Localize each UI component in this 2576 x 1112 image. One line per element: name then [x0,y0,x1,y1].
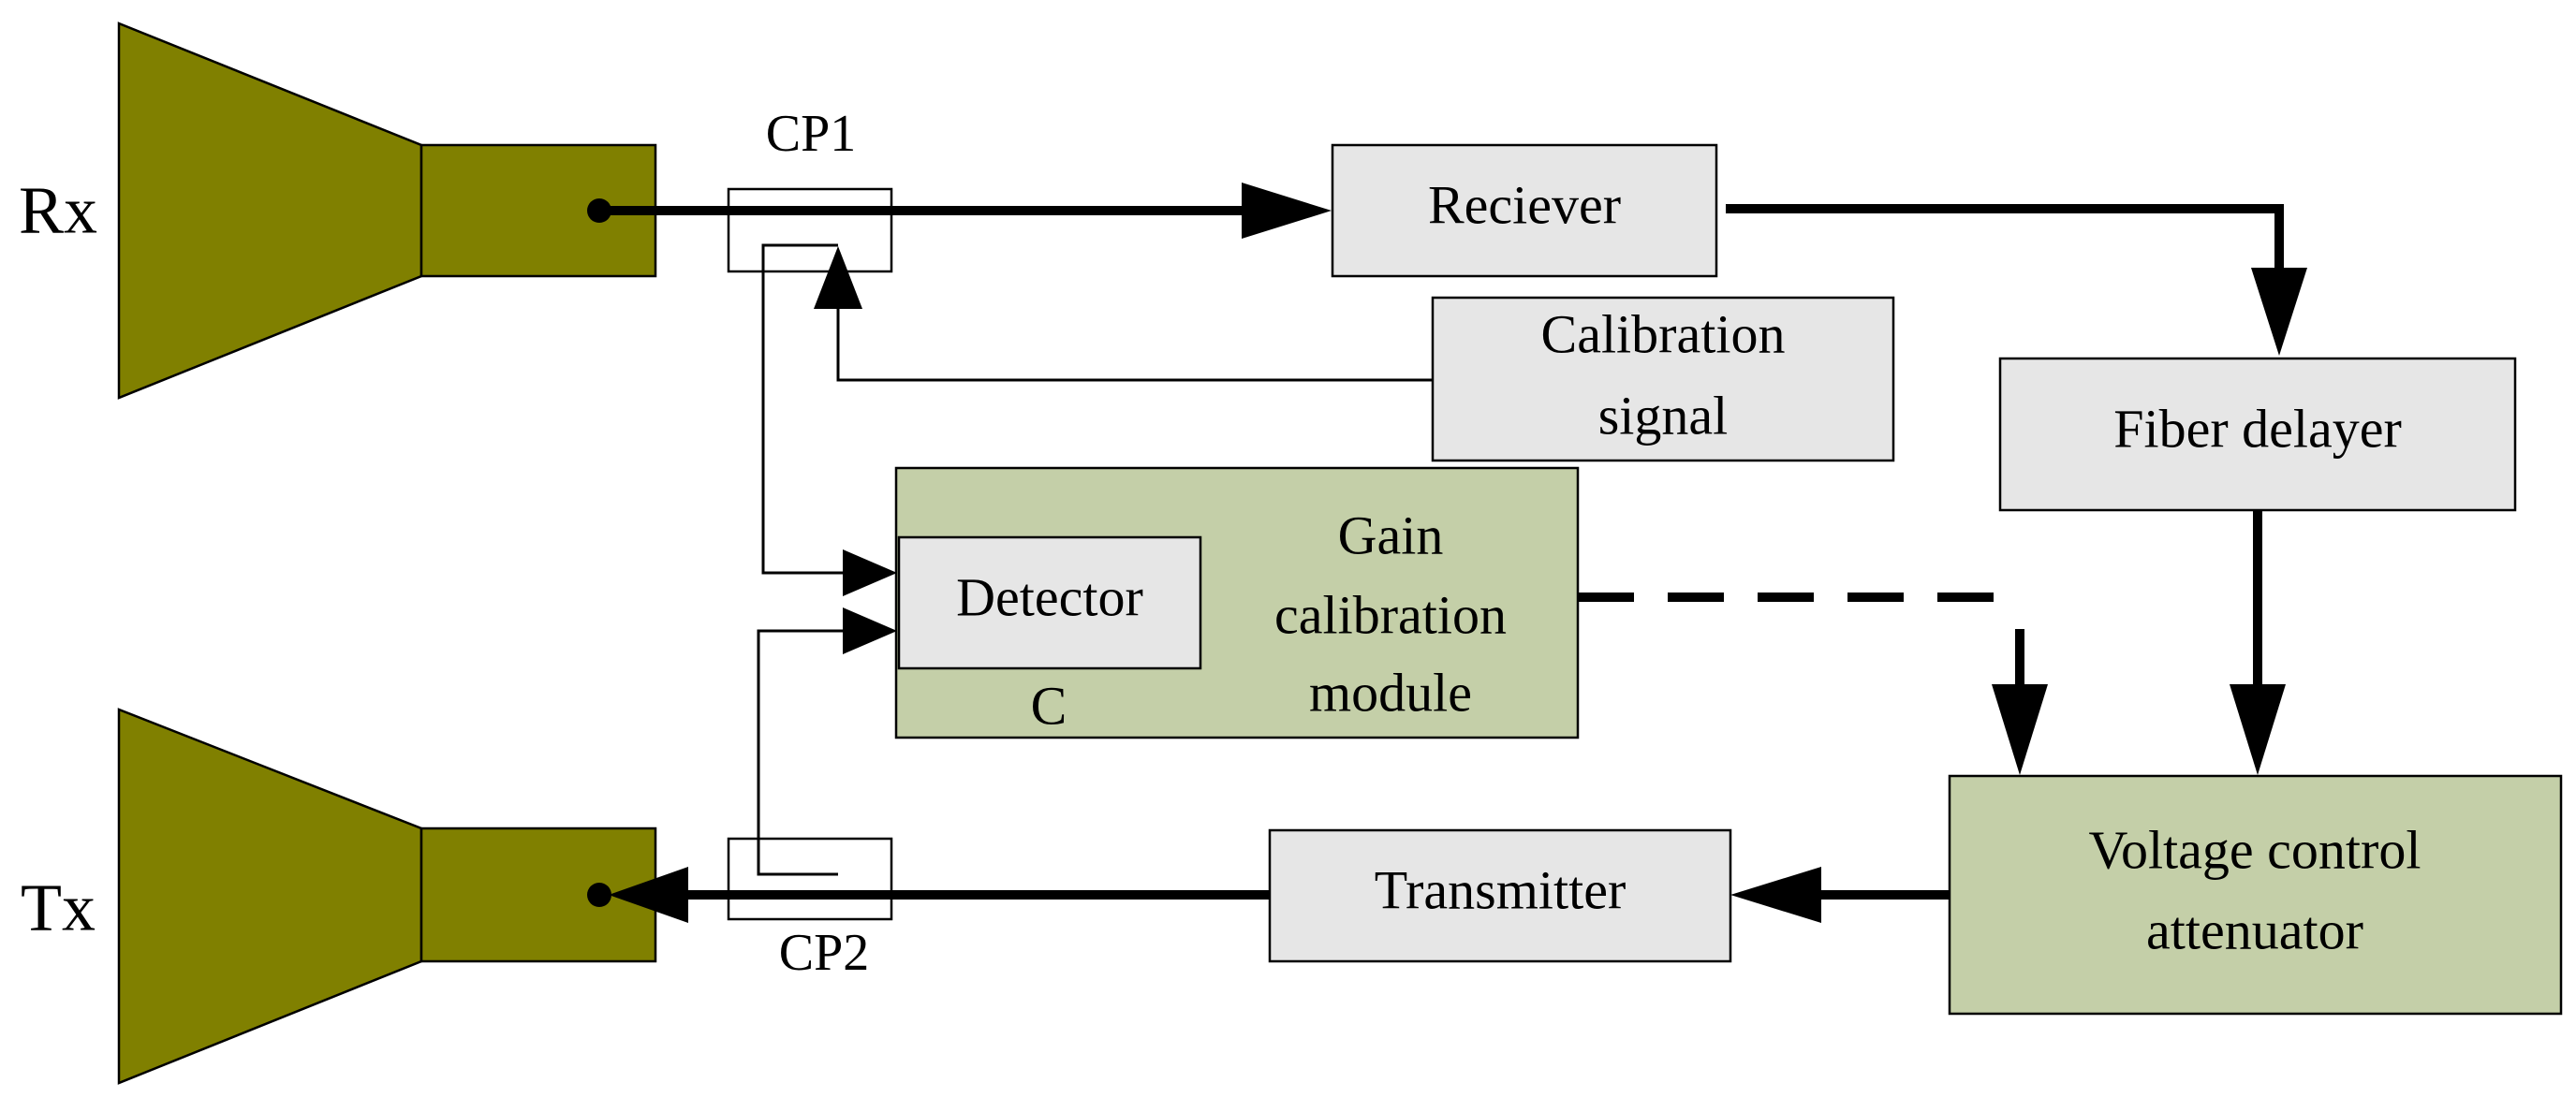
calibration-signal-label-1: Calibration [1541,303,1786,364]
rx-antenna [117,22,657,400]
cp1-coupler [727,187,893,273]
cp1-label: CP1 [766,105,857,163]
rx-label: Rx [19,173,97,248]
cp1-to-detector-line [761,243,847,575]
fiber-delayer-arrow [2251,268,2307,356]
tx-antenna [117,708,657,1085]
rx-horn [117,22,423,400]
transmitter-label: Transmitter [1375,859,1627,920]
receiver-to-fiber-line [1726,204,2284,271]
cp1-input-arrow [814,246,862,309]
detector-arrow-top [843,549,897,596]
calibration-signal-block [1431,296,1895,462]
fiber-delayer-block [1998,357,2517,512]
gain-module-label-2: calibration [1274,584,1507,645]
cp2-to-detector-line [757,629,847,876]
calibration-signal-label-2: signal [1598,385,1729,446]
tx-port-dot [587,883,611,907]
detector-block [897,535,1202,670]
gain-module-label-1: Gain [1338,505,1444,565]
calibration-to-cp1-line [836,304,1433,382]
transmitter-arrow [1730,867,1821,923]
cp2-coupler [727,837,893,921]
detector-label: Detector [956,566,1143,627]
vca-arrow-from-fiber [2230,684,2286,775]
vca-block [1948,774,2563,1016]
cp2-label: CP2 [779,924,870,982]
detector-arrow-bottom [843,607,897,654]
vca-label-2: attenuator [2146,900,2363,960]
receiver-block [1331,143,1718,278]
module-c-label: C [1031,675,1067,736]
gain-module-label-3: module [1309,662,1472,723]
fiber-delayer-label: Fiber delayer [2113,398,2402,459]
tx-arrow [609,867,688,923]
receiver-arrow [1242,183,1332,239]
receiver-label: Reciever [1428,174,1621,235]
tx-label: Tx [21,871,96,945]
transmitter-block [1268,828,1732,963]
vca-label-1: Voltage control [2089,819,2421,880]
vca-arrow-from-module [1992,684,2048,775]
tx-horn [117,708,423,1085]
